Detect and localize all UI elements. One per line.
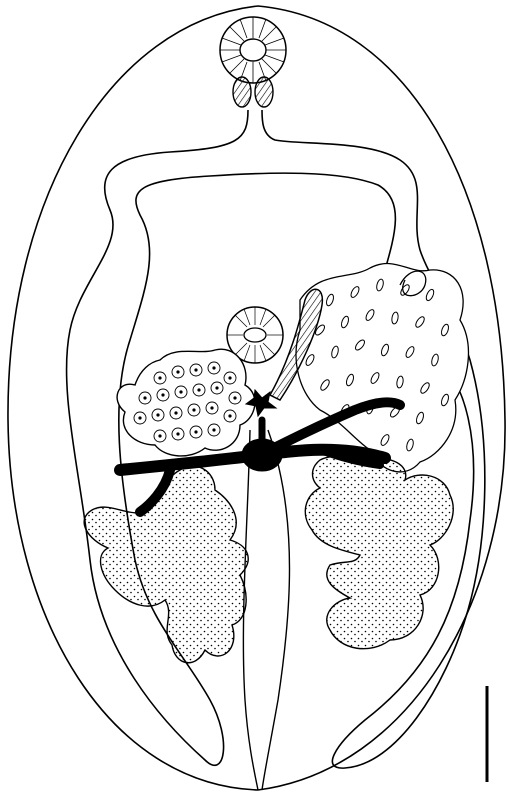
oral-sucker bbox=[220, 17, 286, 83]
